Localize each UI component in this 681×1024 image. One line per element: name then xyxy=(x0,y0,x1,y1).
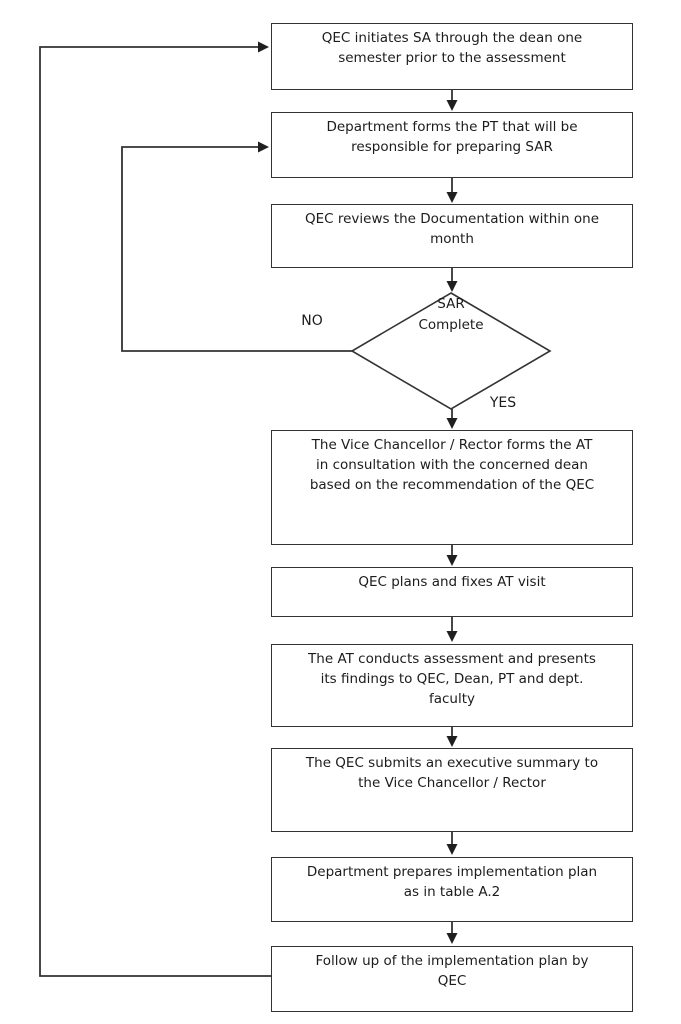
process-box-department-forms-pt: Department forms the PT that will be res… xyxy=(271,112,633,178)
branch-label-yes: YES xyxy=(489,395,517,411)
arrow-box7-box8 xyxy=(446,832,458,855)
arrow-box8-box9 xyxy=(446,922,458,944)
decision-label-sar-complete: SAR Complete xyxy=(418,296,484,333)
feedback-loop-connector xyxy=(39,46,271,977)
process-box-at-conducts-assessment: The AT conducts assessment and presents … xyxy=(271,644,633,727)
arrow-box5-box6 xyxy=(446,617,458,642)
no-loop-connector xyxy=(121,146,352,352)
process-box-qec-submits-summary: The QEC submits an executive summary to … xyxy=(271,748,633,832)
arrow-box1-box2 xyxy=(446,90,458,111)
arrow-box6-box7 xyxy=(446,727,458,747)
process-box-qec-plans-at-visit: QEC plans and fixes AT visit xyxy=(271,567,633,617)
process-box-follow-up-by-qec: Follow up of the implementation plan by … xyxy=(271,946,633,1012)
decision-diamond xyxy=(350,292,552,410)
branch-label-no: NO xyxy=(301,313,323,329)
process-box-department-prepares-plan: Department prepares implementation plan … xyxy=(271,857,633,922)
arrow-diamond-box4-yes xyxy=(446,409,458,429)
no-loop-arrowhead-icon xyxy=(258,141,269,153)
arrow-box2-box3 xyxy=(446,178,458,203)
feedback-loop-arrowhead-icon xyxy=(258,41,269,53)
arrow-box4-box5 xyxy=(446,545,458,566)
process-box-vc-forms-at: The Vice Chancellor / Rector forms the A… xyxy=(271,430,633,545)
process-box-qec-initiates-sa: QEC initiates SA through the dean one se… xyxy=(271,23,633,90)
arrow-box3-diamond xyxy=(446,268,458,292)
process-box-qec-reviews-documentation: QEC reviews the Documentation within one… xyxy=(271,204,633,268)
